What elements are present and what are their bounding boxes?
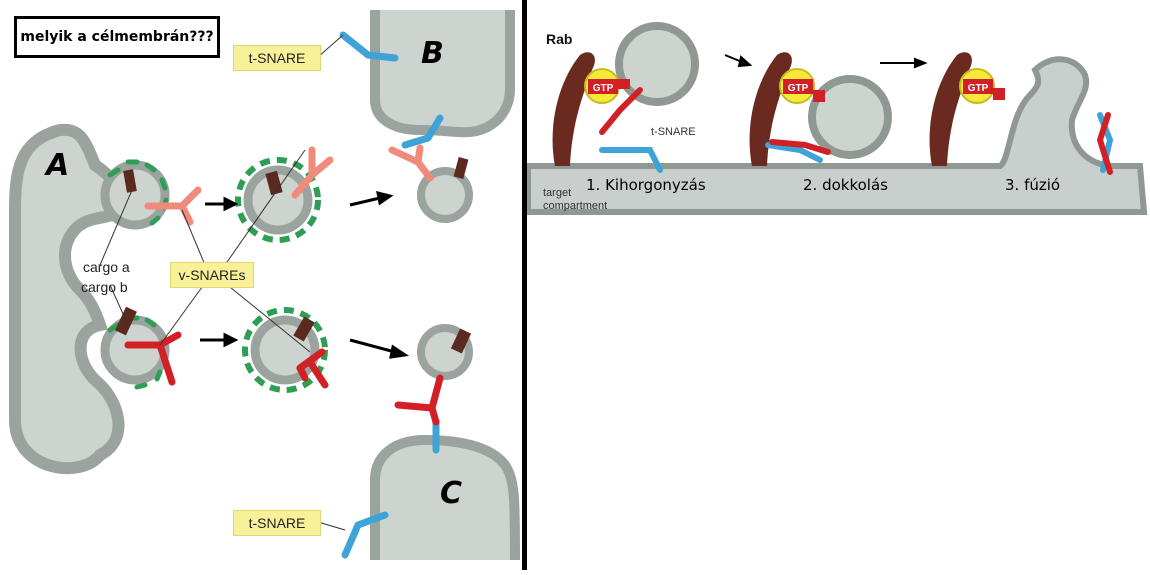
snares-step2 bbox=[765, 139, 831, 163]
uncoated-vesicle-b bbox=[417, 324, 473, 380]
step2-label: 2. dokkolás bbox=[803, 176, 888, 194]
target-compartment-b bbox=[370, 10, 515, 138]
target-compartment-c bbox=[370, 434, 520, 561]
snares-step3 bbox=[1096, 112, 1114, 175]
budding-vesicle-a bbox=[100, 159, 170, 230]
snare-complex-c bbox=[394, 374, 444, 454]
coated-vesicle-a bbox=[235, 146, 334, 243]
letter-b: B bbox=[421, 36, 444, 71]
arrows-right bbox=[724, 54, 928, 69]
step3-label: 3. fúzió bbox=[1005, 176, 1060, 194]
target-compartment-base bbox=[525, 56, 1148, 215]
letter-a: A bbox=[46, 148, 70, 183]
v-snare-a-budding bbox=[144, 186, 202, 226]
question-box: melyik a célmembrán??? bbox=[14, 16, 220, 58]
v-snare-b-budding bbox=[124, 331, 182, 386]
rab-label: Rab bbox=[546, 31, 572, 47]
arrows-left bbox=[200, 190, 410, 359]
cargo-a-label: cargo a bbox=[83, 259, 130, 275]
t-snare-top-label: t-SNARE bbox=[233, 45, 321, 71]
gtp-label-3: GTP bbox=[968, 83, 989, 94]
coated-vesicle-b bbox=[242, 307, 329, 393]
rab-step3 bbox=[929, 52, 1005, 166]
step1-label: 1. Kihorgonyzás bbox=[586, 176, 706, 194]
panel-divider bbox=[522, 0, 527, 570]
gtp-label-1: GTP bbox=[593, 83, 614, 94]
cargo-b-label: cargo b bbox=[81, 279, 128, 295]
uncoated-vesicle-a bbox=[388, 144, 473, 223]
target-label-line2: compartment bbox=[543, 200, 607, 212]
gtp-label-2: GTP bbox=[788, 83, 809, 94]
vesicle-step2 bbox=[808, 75, 892, 159]
v-snares-label: v-SNAREs bbox=[170, 262, 254, 288]
t-snare-on-b bbox=[339, 31, 444, 149]
letter-c: C bbox=[440, 476, 463, 511]
t-snare-right-label: t-SNARE bbox=[651, 126, 696, 138]
t-snare-bottom-label: t-SNARE bbox=[233, 510, 321, 536]
rab-step2 bbox=[749, 52, 825, 166]
target-label-line1: target bbox=[543, 187, 571, 199]
label-pointer-lines bbox=[99, 34, 346, 531]
t-snare-c-free bbox=[341, 511, 389, 559]
snares-step1 bbox=[599, 87, 663, 173]
rab-step1 bbox=[552, 52, 630, 166]
vesicle-step1 bbox=[615, 22, 699, 106]
